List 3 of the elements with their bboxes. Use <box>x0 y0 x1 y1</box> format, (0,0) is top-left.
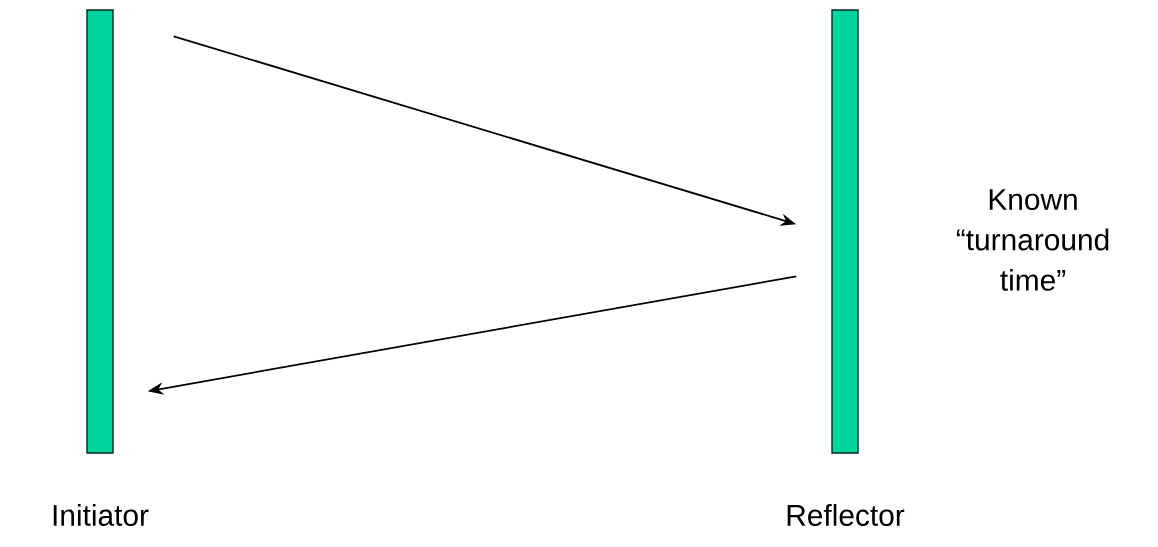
node-label: Reflector <box>787 504 905 526</box>
side-note: Known “turnaround time” <box>956 189 1109 291</box>
node-label: Initiator <box>53 504 149 526</box>
